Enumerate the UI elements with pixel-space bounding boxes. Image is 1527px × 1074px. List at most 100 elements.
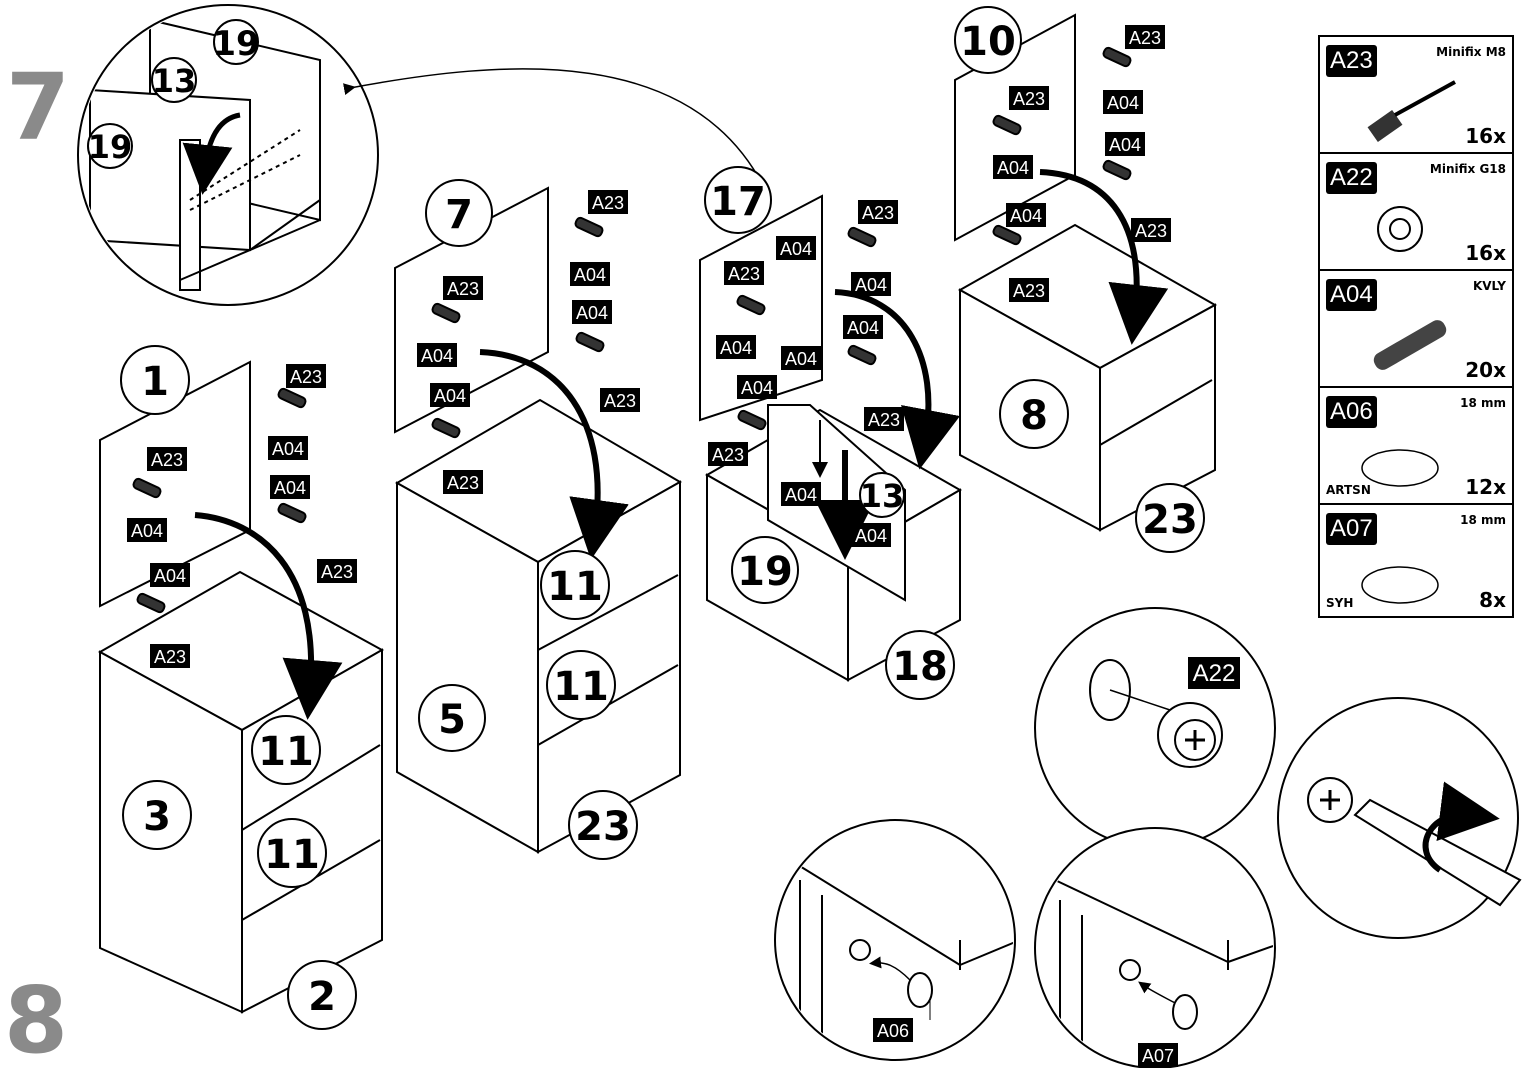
svg-text:A04: A04 bbox=[1010, 206, 1042, 226]
svg-text:A04: A04 bbox=[1107, 93, 1139, 113]
detail-circle-screwdriver bbox=[1277, 697, 1522, 939]
tag-a04-11: A04 bbox=[843, 315, 883, 339]
legend-name: KVLY bbox=[1472, 279, 1506, 293]
cover-cap-icon bbox=[1361, 566, 1439, 604]
legend-row-a04: A04 KVLY 20x bbox=[1320, 271, 1512, 388]
legend-code: A23 bbox=[1326, 45, 1377, 77]
tag-a04-10: A04 bbox=[851, 272, 891, 296]
legend-code: A04 bbox=[1326, 279, 1377, 311]
legend-sub: SYH bbox=[1326, 596, 1354, 610]
part-label-11-d: 11 bbox=[553, 664, 609, 710]
legend-qty: 8x bbox=[1479, 588, 1506, 612]
tag-a23-6: A23 bbox=[443, 276, 483, 300]
svg-text:A23: A23 bbox=[592, 193, 624, 213]
part-label-1: 1 bbox=[141, 359, 169, 405]
dowel-icon bbox=[1373, 320, 1447, 370]
tag-a23-4: A23 bbox=[150, 644, 190, 668]
svg-text:A23: A23 bbox=[1013, 89, 1045, 109]
svg-text:A23: A23 bbox=[1013, 281, 1045, 301]
tag-a23-1: A23 bbox=[286, 364, 326, 388]
tag-a04-4: A04 bbox=[150, 563, 190, 587]
tag-a04-15: A04 bbox=[781, 482, 821, 506]
tag-a22-detail: A22 bbox=[1188, 657, 1240, 689]
detail-circle-cam-lock bbox=[1034, 607, 1276, 849]
svg-text:A04: A04 bbox=[272, 439, 304, 459]
part-number-labels: 19 13 19 1 11 11 3 2 7 5 11 11 23 17 19 … bbox=[88, 19, 1198, 1020]
cam-lock-icon bbox=[1377, 206, 1423, 252]
svg-text:A23: A23 bbox=[1135, 221, 1167, 241]
legend-sub: ARTSN bbox=[1326, 483, 1371, 497]
svg-text:A23: A23 bbox=[1129, 28, 1161, 48]
step-number-7: 7 bbox=[6, 54, 71, 161]
legend-row-a07: A07 18 mm SYH 8x bbox=[1320, 505, 1512, 616]
tag-a23-2: A23 bbox=[147, 447, 187, 471]
legend-qty: 16x bbox=[1465, 124, 1506, 148]
hardware-legend: A23 Minifix M8 16x A22 Minifix G18 16x A… bbox=[1318, 35, 1514, 618]
legend-row-a22: A22 Minifix G18 16x bbox=[1320, 154, 1512, 271]
part-label-19-detail-b: 19 bbox=[88, 128, 133, 166]
part-number-circles bbox=[87, 6, 1205, 1030]
svg-text:A04: A04 bbox=[274, 478, 306, 498]
svg-text:A23: A23 bbox=[862, 203, 894, 223]
svg-text:A23: A23 bbox=[447, 473, 479, 493]
svg-text:A23: A23 bbox=[712, 445, 744, 465]
tag-a04-1: A04 bbox=[268, 436, 308, 460]
legend-row-a06: A06 18 mm ARTSN 12x bbox=[1320, 388, 1512, 505]
part-label-13-detail: 13 bbox=[152, 62, 197, 100]
tag-a04-18: A04 bbox=[1105, 132, 1145, 156]
tag-a04-17: A04 bbox=[1103, 90, 1143, 114]
svg-text:A23: A23 bbox=[447, 279, 479, 299]
tag-a23-10: A23 bbox=[724, 261, 764, 285]
part-label-3: 3 bbox=[143, 794, 171, 840]
tag-a04-8: A04 bbox=[430, 383, 470, 407]
minifix-bolt-icon bbox=[1367, 80, 1456, 142]
svg-text:A04: A04 bbox=[131, 521, 163, 541]
svg-text:A07: A07 bbox=[1142, 1046, 1174, 1066]
tag-a23-14: A23 bbox=[1009, 86, 1049, 110]
cabinet-left-assembly bbox=[97, 360, 385, 1014]
svg-text:A22: A22 bbox=[1193, 660, 1236, 687]
tag-a04-6: A04 bbox=[572, 300, 612, 324]
part-label-23-middle: 23 bbox=[575, 804, 631, 850]
tag-a23-5: A23 bbox=[588, 190, 628, 214]
svg-text:A04: A04 bbox=[997, 158, 1029, 178]
svg-text:A04: A04 bbox=[855, 275, 887, 295]
tag-a04-7: A04 bbox=[417, 343, 457, 367]
tag-a23-11: A23 bbox=[864, 407, 904, 431]
svg-text:A04: A04 bbox=[785, 485, 817, 505]
tag-a04-16: A04 bbox=[851, 523, 891, 547]
part-label-11-b: 11 bbox=[264, 832, 320, 878]
tag-a04-19: A04 bbox=[993, 155, 1033, 179]
part-label-11-a: 11 bbox=[258, 729, 314, 775]
legend-name: Minifix M8 bbox=[1436, 45, 1506, 59]
tag-a23-13: A23 bbox=[1125, 25, 1165, 49]
svg-text:A04: A04 bbox=[780, 239, 812, 259]
part-label-17: 17 bbox=[710, 179, 766, 225]
part-label-7: 7 bbox=[445, 192, 473, 238]
tag-a04-9: A04 bbox=[776, 236, 816, 260]
svg-text:A04: A04 bbox=[574, 265, 606, 285]
tag-a04-2: A04 bbox=[270, 475, 310, 499]
legend-qty: 20x bbox=[1465, 358, 1506, 382]
tag-a23-8: A23 bbox=[443, 470, 483, 494]
legend-name: 18 mm bbox=[1460, 396, 1506, 410]
tag-a23-7: A23 bbox=[600, 388, 640, 412]
tag-a23-9: A23 bbox=[858, 200, 898, 224]
legend-code: A06 bbox=[1326, 396, 1377, 428]
part-label-18: 18 bbox=[892, 644, 948, 690]
svg-text:A04: A04 bbox=[855, 526, 887, 546]
legend-row-a23: A23 Minifix M8 16x bbox=[1320, 37, 1512, 154]
cabinet-top-right-assembly bbox=[954, 13, 1218, 532]
tag-a23-3: A23 bbox=[317, 559, 357, 583]
tag-a04-13: A04 bbox=[781, 346, 821, 370]
detail-circle-cover-cap-a07 bbox=[1034, 827, 1276, 1068]
svg-text:A06: A06 bbox=[877, 1021, 909, 1041]
svg-text:A23: A23 bbox=[728, 264, 760, 284]
part-label-13: 13 bbox=[860, 477, 905, 515]
part-label-8: 8 bbox=[1020, 393, 1048, 439]
svg-text:A04: A04 bbox=[421, 346, 453, 366]
tag-a04-14: A04 bbox=[737, 375, 777, 399]
step-number-8: 8 bbox=[4, 967, 69, 1074]
